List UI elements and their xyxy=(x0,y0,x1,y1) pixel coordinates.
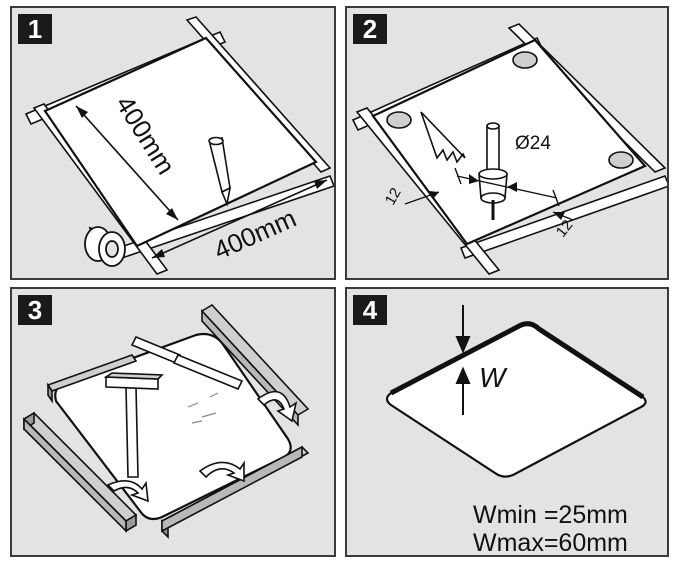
dimension-line-bottom xyxy=(151,179,328,259)
step-4-drawing: W xyxy=(385,305,647,478)
arrowhead xyxy=(507,182,517,192)
step-2-badge: 2 xyxy=(353,14,387,44)
arrowhead xyxy=(469,174,479,184)
step-2-panel: Ø24 12 12 2 xyxy=(345,6,669,280)
arrowhead xyxy=(429,191,439,199)
step-2-drawing: Ø24 12 12 xyxy=(351,23,667,275)
wood-batten-icon xyxy=(46,354,138,404)
arrowhead xyxy=(152,249,165,258)
ceiling-opening xyxy=(385,322,647,478)
width-max-label: Wmax=60mm xyxy=(473,529,628,557)
wood-batten-icon xyxy=(160,445,310,539)
marked-square xyxy=(43,36,318,248)
step-3-panel: 3 xyxy=(10,287,336,557)
marked-square xyxy=(371,38,647,246)
arrowhead xyxy=(166,208,178,220)
step-3-drawing xyxy=(22,303,310,539)
pencil-icon xyxy=(208,136,232,207)
corner-hole xyxy=(608,151,634,169)
hole-saw-icon xyxy=(478,122,508,220)
arrowhead xyxy=(76,106,88,118)
corner-hole xyxy=(386,111,412,129)
bend-arrow-icon xyxy=(106,390,298,503)
step-4-badge: 4 xyxy=(353,295,387,325)
offset-label-left: 12 xyxy=(382,185,405,208)
step-3-badge: 3 xyxy=(18,295,52,325)
dimension-line-left xyxy=(75,105,179,221)
width-min-label: Wmin =25mm xyxy=(473,501,628,529)
corner-hole xyxy=(512,51,538,69)
chisel-icon xyxy=(130,335,244,391)
step-4-panel: W 4 Wmin =25mm Wmax=60mm xyxy=(345,287,669,557)
width-arrow-icon xyxy=(455,305,471,415)
hammer-icon xyxy=(103,372,164,478)
tape-roll-icon xyxy=(84,226,126,267)
corner-holes xyxy=(386,51,634,169)
wood-batten-icon xyxy=(22,411,138,533)
jigsaw-blade-icon xyxy=(420,111,466,164)
step-1-badge: 1 xyxy=(18,14,52,44)
arrowhead xyxy=(553,212,565,220)
offset-label-bottom: 12 xyxy=(553,217,577,241)
step-1-drawing: 400mm 400mm xyxy=(24,16,334,275)
width-symbol-label: W xyxy=(479,362,508,393)
hole-diameter-label: Ø24 xyxy=(515,133,551,154)
debris xyxy=(187,392,219,424)
opening-edge xyxy=(389,321,645,400)
arrowhead xyxy=(314,180,327,189)
step-1-panel: 400mm 400mm 1 xyxy=(10,6,336,280)
